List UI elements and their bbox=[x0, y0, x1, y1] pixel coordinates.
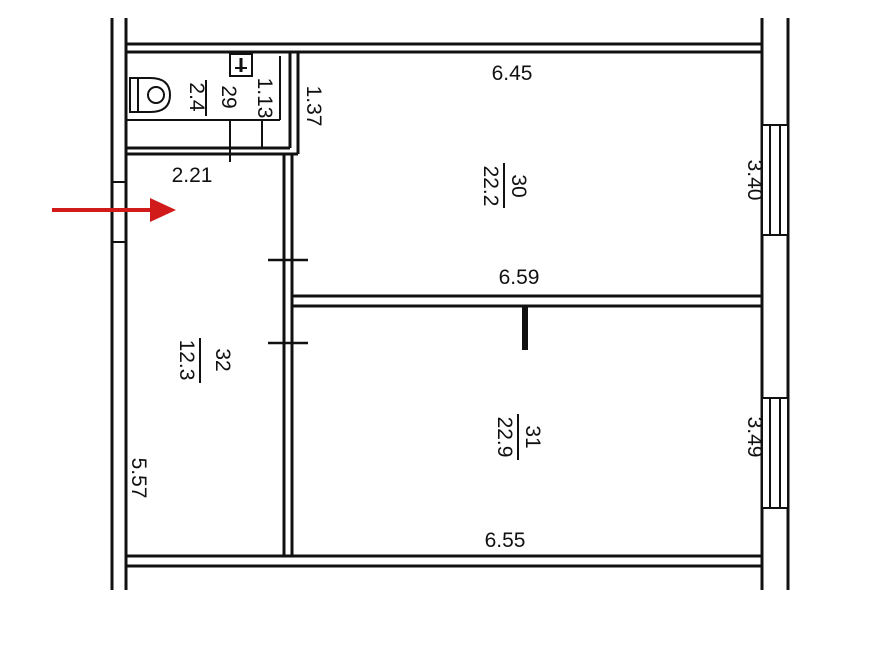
room-area: 22.9 bbox=[493, 417, 516, 458]
window-icon bbox=[761, 124, 789, 509]
toilet-side-b-label: 1.37 bbox=[302, 86, 325, 127]
room31-height-label: 3.49 bbox=[743, 417, 766, 458]
room-number: 32 bbox=[211, 348, 234, 371]
door-icon bbox=[229, 120, 308, 345]
toilet-width-label: 2.21 bbox=[172, 164, 213, 187]
bottom-width-label: 6.55 bbox=[485, 529, 526, 552]
left-height-label: 5.57 bbox=[127, 458, 150, 499]
room-number: 29 bbox=[217, 85, 240, 108]
room-number: 31 bbox=[521, 425, 544, 448]
fixture-icon bbox=[229, 53, 253, 77]
toilet-icon bbox=[129, 77, 172, 113]
room-area: 2.4 bbox=[185, 82, 208, 112]
middle-width-label: 6.59 bbox=[499, 266, 540, 289]
room30-height-label: 3.40 bbox=[743, 160, 766, 201]
entrance-door bbox=[112, 181, 126, 243]
room-30-label: 30 22.2 bbox=[479, 163, 530, 208]
top-width-label: 6.45 bbox=[492, 62, 533, 85]
toilet-side-a-label: 1.13 bbox=[253, 78, 276, 119]
toilet-walls bbox=[126, 52, 300, 156]
corridor-wall bbox=[282, 154, 294, 556]
room-number: 30 bbox=[507, 174, 530, 197]
room-area: 12.3 bbox=[175, 340, 198, 381]
room-31-label: 31 22.9 bbox=[493, 414, 544, 460]
middle-wall bbox=[292, 294, 762, 350]
outer-walls bbox=[110, 18, 790, 590]
room-32-label: 32 12.3 bbox=[175, 338, 234, 383]
room-area: 22.2 bbox=[479, 166, 502, 207]
entrance-arrow-icon bbox=[52, 198, 176, 222]
room-29-label: 29 2.4 bbox=[185, 80, 240, 116]
